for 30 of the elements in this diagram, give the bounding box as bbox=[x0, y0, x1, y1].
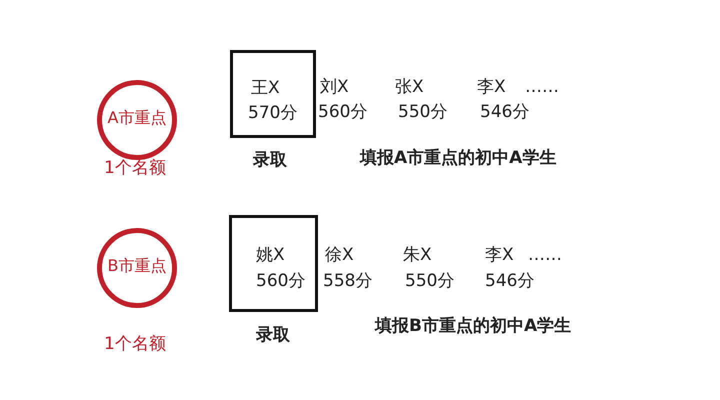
node-label: 570分 bbox=[248, 105, 298, 122]
student-text: …… bbox=[525, 79, 559, 96]
student-text: 560分 bbox=[318, 104, 368, 121]
student-text: 546分 bbox=[480, 104, 530, 121]
student-text: 刘X bbox=[320, 79, 349, 96]
student-text: 李X bbox=[485, 247, 514, 264]
node-label: 560分 bbox=[256, 273, 306, 290]
circle-outline bbox=[97, 80, 177, 160]
student-text: 546分 bbox=[485, 273, 534, 290]
student-text: 李X bbox=[477, 79, 506, 96]
quota-caption: 1个名额 bbox=[104, 336, 166, 353]
rectangle-box bbox=[230, 50, 316, 138]
student-text: 张X bbox=[395, 79, 424, 96]
student-text: 550分 bbox=[405, 273, 454, 290]
node-label: A市重点 bbox=[106, 110, 168, 126]
student-text: …… bbox=[528, 247, 562, 264]
admitted-caption: 录取 bbox=[256, 327, 290, 344]
note-text: 填报B市重点的初中A学生 bbox=[375, 318, 572, 335]
circle-outline bbox=[97, 228, 177, 308]
student-text: 550分 bbox=[398, 104, 448, 121]
student-text: 徐X bbox=[325, 247, 354, 264]
rectangle-box bbox=[229, 215, 318, 312]
quota-caption: 1个名额 bbox=[104, 160, 166, 177]
student-text: 朱X bbox=[403, 247, 432, 264]
student-text: 558分 bbox=[323, 273, 372, 290]
node-label: 王X bbox=[251, 80, 280, 97]
node-label: 姚X bbox=[256, 247, 285, 264]
node-label: B市重点 bbox=[106, 258, 168, 274]
note-text: 填报A市重点的初中A学生 bbox=[360, 150, 556, 167]
admitted-caption: 录取 bbox=[253, 152, 287, 169]
